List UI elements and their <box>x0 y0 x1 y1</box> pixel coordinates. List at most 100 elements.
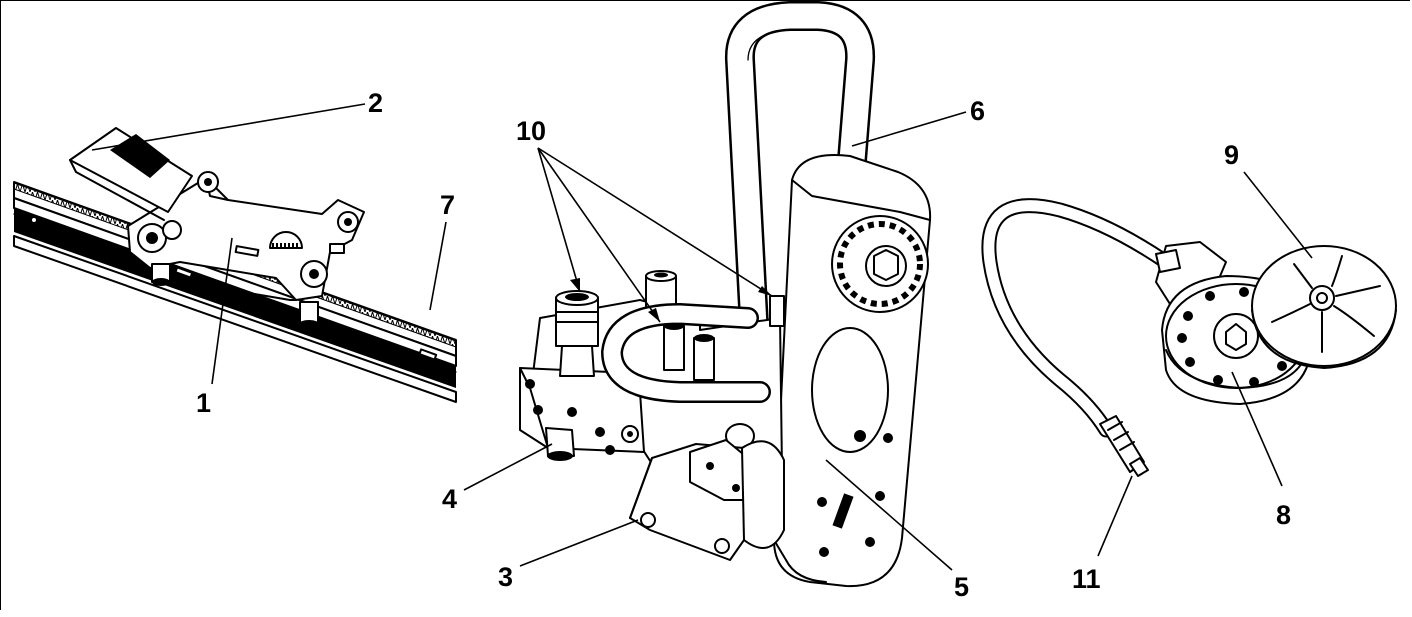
housing-cover <box>811 327 889 453</box>
housing-bolt <box>883 433 893 443</box>
callout-5: 5 <box>954 572 969 602</box>
lever-pivot-hole <box>204 178 212 186</box>
hose <box>983 200 1172 436</box>
small-fitting-top <box>694 334 714 342</box>
disc-holder-bolt <box>1277 361 1287 371</box>
callout-4: 4 <box>442 484 457 514</box>
leader-11 <box>1097 475 1133 557</box>
drain-port-end <box>547 451 573 461</box>
hose-tip <box>1129 457 1149 477</box>
callout-labels: 2 1 7 10 6 4 3 5 9 8 11 <box>196 88 1291 602</box>
housing-bolt <box>819 547 829 557</box>
housing-bulge <box>741 440 785 549</box>
manifold-bolt <box>605 445 615 455</box>
callout-11: 11 <box>1072 564 1101 594</box>
housing-brand-plate <box>832 493 854 529</box>
callout-1: 1 <box>196 388 211 418</box>
leader-4 <box>463 443 553 491</box>
upper-coupler-port <box>654 272 668 278</box>
rail-groove <box>13 213 457 373</box>
tool-collar <box>1155 249 1181 273</box>
disc-holder-bolt <box>1249 377 1259 387</box>
manifold-bolt <box>567 407 577 417</box>
leader-7 <box>429 221 447 311</box>
carriage-label-plate <box>234 245 260 257</box>
gearbox-edge <box>773 539 827 583</box>
carriage-screw-hole <box>344 218 352 226</box>
disc-groove <box>1293 263 1313 289</box>
disc-holder-nut <box>1225 323 1247 351</box>
manifold-bolt <box>595 427 605 437</box>
leader-2 <box>91 103 366 151</box>
mount-hole <box>714 538 730 554</box>
rail-lower-lip <box>13 235 457 403</box>
carriage-screw <box>162 220 182 240</box>
housing-bolt <box>865 537 875 547</box>
handle-highlight <box>747 29 791 61</box>
disc-groove <box>1331 255 1343 287</box>
carriage-wheel-hub <box>309 269 319 279</box>
polishing-tool <box>981 198 1397 477</box>
leader-10c <box>537 147 773 297</box>
carriage-foot-base <box>299 320 319 328</box>
disc-holder-bolt <box>1177 333 1187 343</box>
disc-holder-bolt <box>1239 287 1249 297</box>
polishing-disc-hole <box>1316 292 1328 304</box>
mount-cover-bolt <box>732 484 740 492</box>
leader-10b <box>537 147 661 323</box>
gearbox-edge <box>791 179 931 221</box>
disc-holder-bolt <box>1185 357 1195 367</box>
housing-bolt <box>875 491 885 501</box>
leader-10a <box>537 147 581 293</box>
main-coupler-port <box>565 293 589 301</box>
callout-9: 9 <box>1224 140 1239 170</box>
mount-block-edge <box>629 457 653 519</box>
polishing-disc-edge <box>1251 309 1397 369</box>
hose-fitting-ribs <box>1107 421 1135 451</box>
disc-holder-rim <box>1165 349 1307 389</box>
gear-bolt-ring <box>837 221 923 307</box>
main-coupler-nut <box>559 345 595 377</box>
mount-hole <box>640 512 656 528</box>
rail-assembly <box>13 127 457 403</box>
manifold-plug-hole <box>627 431 633 437</box>
main-coupler-rings <box>555 311 599 323</box>
manifold-bolt <box>525 379 535 389</box>
housing-bolt <box>854 430 866 442</box>
callout-8: 8 <box>1276 500 1291 530</box>
leader-6 <box>851 111 967 147</box>
housing-bolt <box>817 497 827 507</box>
leader-lines <box>91 103 1313 571</box>
rail-screw <box>30 216 38 224</box>
small-fitting <box>769 295 785 327</box>
carriage-wheel-hub <box>146 232 158 244</box>
handle-tube <box>727 3 873 453</box>
carriage-indicator <box>329 243 345 254</box>
disc-groove <box>1271 303 1311 323</box>
disc-holder-bolt <box>1213 375 1223 385</box>
hose-fitting <box>1099 415 1145 473</box>
leader-5 <box>825 459 953 571</box>
callout-2: 2 <box>368 88 383 118</box>
callout-6: 6 <box>970 96 985 126</box>
disc-groove <box>1333 305 1375 337</box>
arrowhead-10a <box>570 278 580 292</box>
gear-hex-nut <box>873 249 899 281</box>
disc-groove <box>1335 285 1381 297</box>
arrowhead-10c <box>758 286 772 296</box>
leader-1 <box>211 237 233 385</box>
carriage-lever-edge <box>69 159 165 221</box>
manifold-bolt <box>533 405 543 415</box>
leader-9 <box>1243 171 1313 259</box>
rail-slot <box>418 348 438 361</box>
disc-holder-bolt <box>1183 311 1193 321</box>
callout-7: 7 <box>440 190 455 220</box>
callout-3: 3 <box>498 562 513 592</box>
disc-holder-bolt <box>1205 291 1215 301</box>
carriage-foot-base <box>152 278 170 286</box>
arrowhead-10b <box>648 308 660 322</box>
leader-3 <box>519 519 639 567</box>
